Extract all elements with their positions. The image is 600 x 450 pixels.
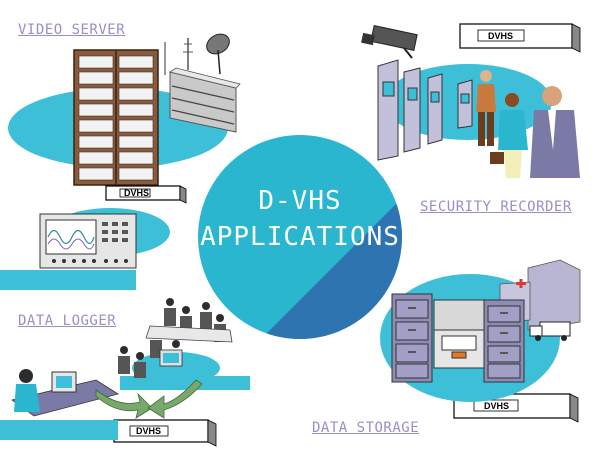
vcr-deck: DVHS bbox=[453, 393, 579, 423]
arrow-icon bbox=[95, 389, 153, 419]
video-server-illustration bbox=[8, 33, 241, 186]
label-video-server: VIDEO SERVER bbox=[18, 22, 126, 38]
people-figures bbox=[476, 70, 580, 178]
deck-brand-text: DVHS bbox=[124, 188, 149, 198]
ambulance-icon bbox=[529, 321, 571, 341]
vcr-deck: DVHS bbox=[459, 23, 581, 53]
label-security-recorder: SECURITY RECORDER bbox=[420, 199, 572, 215]
vcr-deck: DVHS bbox=[113, 419, 217, 447]
deck-brand-text: DVHS bbox=[136, 426, 161, 436]
vcr-deck: DVHS bbox=[105, 185, 187, 204]
oscilloscope-illustration bbox=[0, 208, 170, 290]
label-data-storage: DATA STORAGE bbox=[312, 420, 420, 436]
center-title-line2: APPLICATIONS bbox=[200, 222, 400, 252]
arrow-icon bbox=[147, 379, 203, 419]
deck-brand-text: DVHS bbox=[484, 401, 509, 411]
data-storage-illustration bbox=[380, 259, 581, 402]
security-recorder-illustration bbox=[361, 25, 580, 178]
center-title-line1: D-VHS bbox=[258, 186, 342, 216]
data-logger-illustration bbox=[0, 298, 250, 440]
label-data-logger: DATA LOGGER bbox=[18, 313, 117, 329]
deck-brand-text: DVHS bbox=[488, 31, 513, 41]
